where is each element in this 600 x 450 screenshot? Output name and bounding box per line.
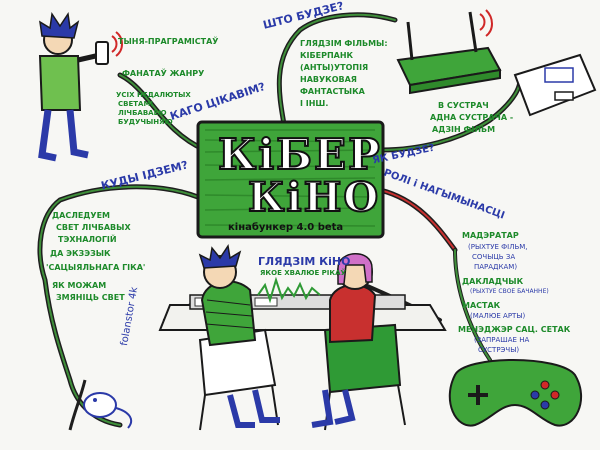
kago-item: ТЫНЯ-ПРАГРАМІСТАЎ [118, 37, 219, 46]
title-line-1: КіБЕР [217, 129, 382, 180]
roli-item: (РЫХТУЕ СВОЕ БАЧАННЕ) [470, 288, 549, 295]
yak-item: АДНА СУСТРАЧА - [430, 113, 514, 122]
mouse-figure [83, 392, 133, 429]
kago-item: ФАНАТАЎ ЖАНРУ [122, 69, 205, 78]
roli-item: МАДЭРАТАР [462, 231, 519, 240]
roli-item: МЕНЭДЖЭР САЦ. СЕТАК [458, 325, 571, 334]
boy-figure [38, 11, 123, 162]
roli-item: ПАРАДКАМ) [474, 263, 518, 271]
root-line [68, 379, 87, 431]
kudy-item: ЗМЯНІЦЬ СВЕТ [56, 293, 125, 302]
kudy-item: ДАСЛЕДУЕМ [52, 211, 111, 220]
main-title: КіБЕР КіНО кінабункер 4.0 beta [200, 129, 382, 233]
title-line-2: КіНО [247, 173, 381, 222]
kudy-item: 'САЦЫЯЛЬНАГА ГІКА' [46, 263, 146, 272]
roli-item: (РЫХТУЕ ФІЛЬМ, [468, 243, 528, 251]
shto-item: (АНТЫ)УТОПІЯ [300, 63, 369, 72]
roli-item: СОЧЫЦЬ ЗА [472, 253, 516, 261]
kudy-item: ЯК МОЖАМ [52, 281, 107, 290]
shto-item: КІБЕРПАНК [300, 51, 354, 60]
shto-item: НАВУКОВАЯ [300, 75, 357, 84]
cinema-screen [196, 120, 385, 239]
yak-item: АДЗІН ФІЛЬМ [432, 125, 496, 134]
kudy-item: СВЕТ ЛІЧБАВЫХ [56, 223, 131, 232]
title-subtitle: кінабункер 4.0 beta [228, 222, 344, 233]
roli-item: МАСТАК [462, 301, 501, 310]
scene-caption: ЯКОЕ ХВАЛЮЕ РІКАЎ [260, 269, 346, 277]
kudy-item: ДА ЭКЗЭЗЫК [50, 249, 111, 258]
kago-item: СВЕТАМІ [118, 100, 154, 108]
kago-item: БУДУЧЫНЯЮ [118, 118, 173, 126]
shto-item: ГЛЯДЗІМ ФІЛЬМЫ: [300, 39, 388, 48]
console-device [513, 53, 597, 117]
gamepad [448, 359, 583, 427]
viewer-right [311, 253, 377, 428]
kago-item: ЛІЧБАВАЕЮ [118, 109, 167, 117]
roli-item: (МАЛЮЕ АРТЫ) [470, 312, 526, 320]
scene-heading: ГЛЯДЗІМ КіНО [258, 255, 351, 268]
kago-item: УСІХ НЕДАЛЮТЫХ [116, 91, 191, 99]
viewer-left [198, 244, 280, 428]
router-figure [396, 9, 502, 95]
shto-item: І ІНШ. [300, 99, 329, 108]
kudy-item: ТЭХНАЛОГІЙ [58, 235, 117, 244]
roli-item: СУСТРЭЧЫ) [478, 346, 520, 354]
roli-item: ДАКЛАДЧЫК [462, 277, 524, 286]
roli-item: (ЗАПРАШАЕ НА [474, 336, 530, 344]
shto-item: ФАНТАСТЫКА [300, 87, 365, 96]
sound-wave [257, 276, 321, 304]
yak-item: В СУСТРАЧ [438, 101, 489, 110]
